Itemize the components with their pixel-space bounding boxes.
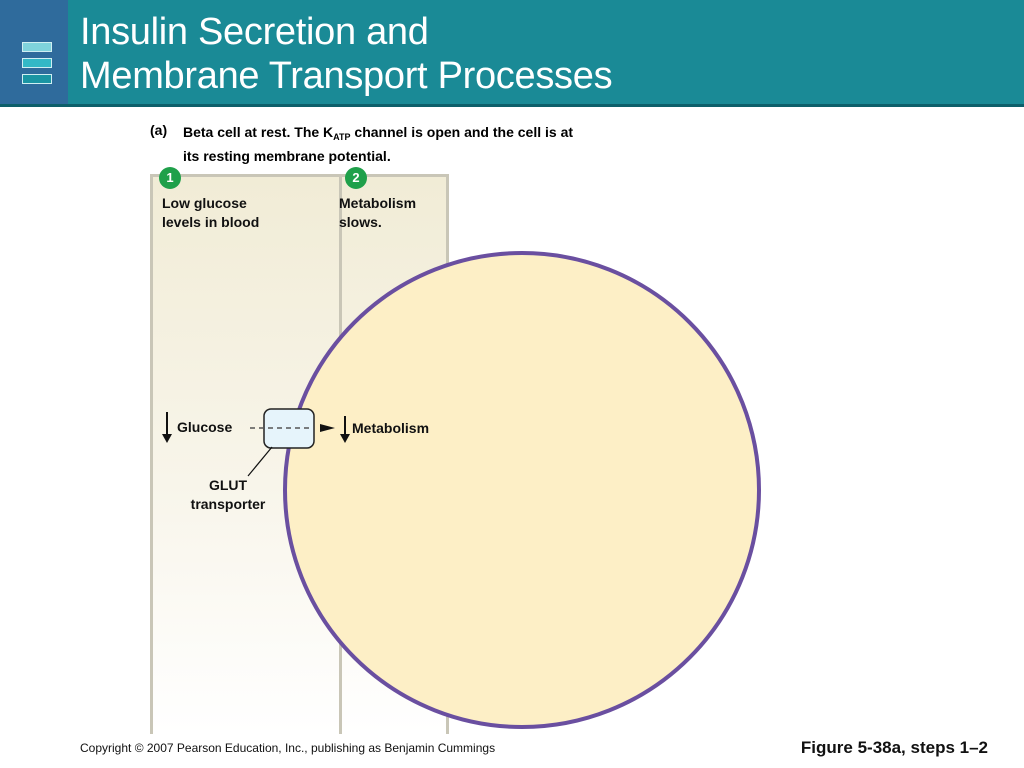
glut-transporter-label: GLUT transporter [184, 476, 272, 514]
step2-text: Metabolism slows. [339, 194, 416, 232]
header-divider [0, 104, 1024, 107]
figure-caption: Beta cell at rest. The KATP channel is o… [183, 123, 583, 166]
metabolism-label: Metabolism [352, 420, 430, 436]
metabolism-decrease-arrow-icon [340, 416, 350, 443]
panel-label: (a) [150, 122, 168, 138]
step1-text-line2: levels in blood [162, 214, 260, 230]
beta-cell-membrane [283, 251, 761, 729]
slide-title-line2: Membrane Transport Processes [80, 55, 613, 97]
header-logo-block [0, 0, 68, 104]
caption-part1: Beta cell at rest. The K [183, 124, 334, 140]
glut-label-line1: GLUT [208, 477, 248, 493]
glut-label-line2: transporter [190, 496, 266, 512]
caption-part2: channel is open and the cell is at its r… [183, 124, 574, 164]
logo-bar-icon [22, 42, 52, 52]
glucose-label: Glucose [177, 419, 233, 435]
glucose-decrease-arrow-icon [162, 412, 172, 443]
caption-subscript: ATP [333, 132, 351, 142]
step2-text-line2: slows. [339, 214, 382, 230]
slide-title-line1: Insulin Secretion and [80, 11, 429, 53]
logo-bar-icon [22, 58, 52, 68]
step1-text: Low glucose levels in blood [162, 194, 259, 232]
slide-title: Insulin Secretion and Membrane Transport… [80, 10, 613, 98]
slide-header: Insulin Secretion and Membrane Transport… [0, 0, 1024, 104]
step2-badge: 2 [345, 167, 367, 189]
copyright-notice: Copyright © 2007 Pearson Education, Inc.… [80, 741, 496, 755]
glucose-entry-arrow-icon [320, 424, 335, 432]
step1-badge: 1 [159, 167, 181, 189]
step1-text-line1: Low glucose [162, 195, 247, 211]
glut-label-pointer [247, 446, 273, 477]
logo-bar-icon [22, 74, 52, 84]
figure-reference: Figure 5-38a, steps 1–2 [800, 738, 988, 757]
step2-text-line1: Metabolism [339, 195, 417, 211]
